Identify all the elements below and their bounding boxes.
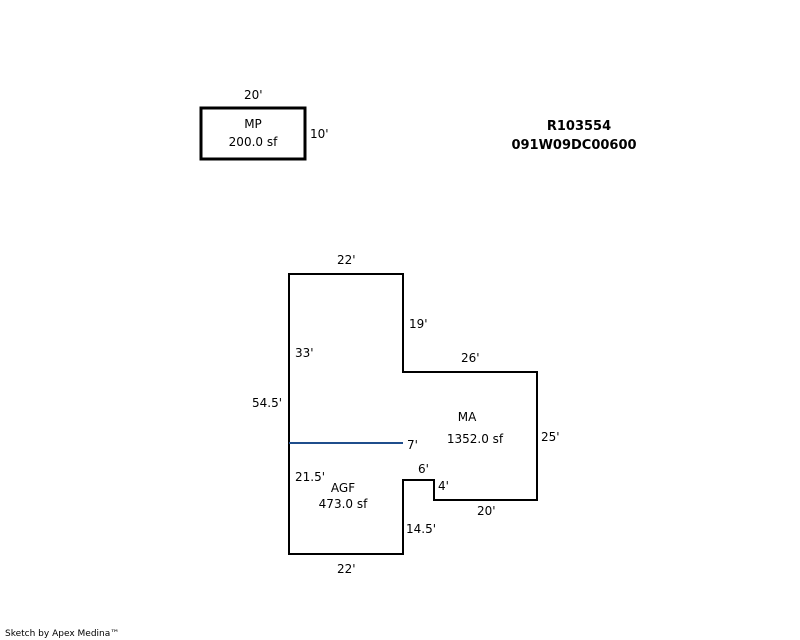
dim-agf-right: 14.5'	[406, 522, 436, 536]
ma-code-label: MA	[458, 410, 477, 424]
dim-agf-left: 21.5'	[295, 470, 325, 484]
mp-width-label: 20'	[244, 88, 263, 102]
dim-ma-top: 22'	[337, 253, 356, 267]
ma-area-label: 1352.0 sf	[447, 432, 504, 446]
sketch-credit: Sketch by Apex Medina™	[5, 629, 119, 639]
dim-notch-horizontal: 6'	[418, 462, 429, 476]
parcel-account: R103554	[547, 119, 611, 134]
dim-divider-right: 7'	[407, 438, 418, 452]
dim-agf-bottom: 22'	[337, 562, 356, 576]
main-building-outline	[288, 273, 538, 555]
dim-ma-right: 25'	[541, 430, 560, 444]
dim-ma-left-upper: 33'	[295, 346, 314, 360]
agf-area-label: 473.0 sf	[319, 497, 368, 511]
mp-area-label: 200.0 sf	[229, 135, 278, 149]
dim-ma-upper-right: 19'	[409, 317, 428, 331]
parcel-map-number: 091W09DC00600	[511, 138, 636, 153]
mp-depth-label: 10'	[310, 127, 329, 141]
mp-outline	[199, 106, 307, 161]
dim-ma-bottom: 20'	[477, 504, 496, 518]
dim-overall-left: 54.5'	[252, 396, 282, 410]
dim-ma-step: 26'	[461, 351, 480, 365]
dim-notch-vertical: 4'	[438, 479, 449, 493]
agf-code-label: AGF	[331, 481, 355, 495]
mp-code-label: MP	[244, 117, 262, 131]
